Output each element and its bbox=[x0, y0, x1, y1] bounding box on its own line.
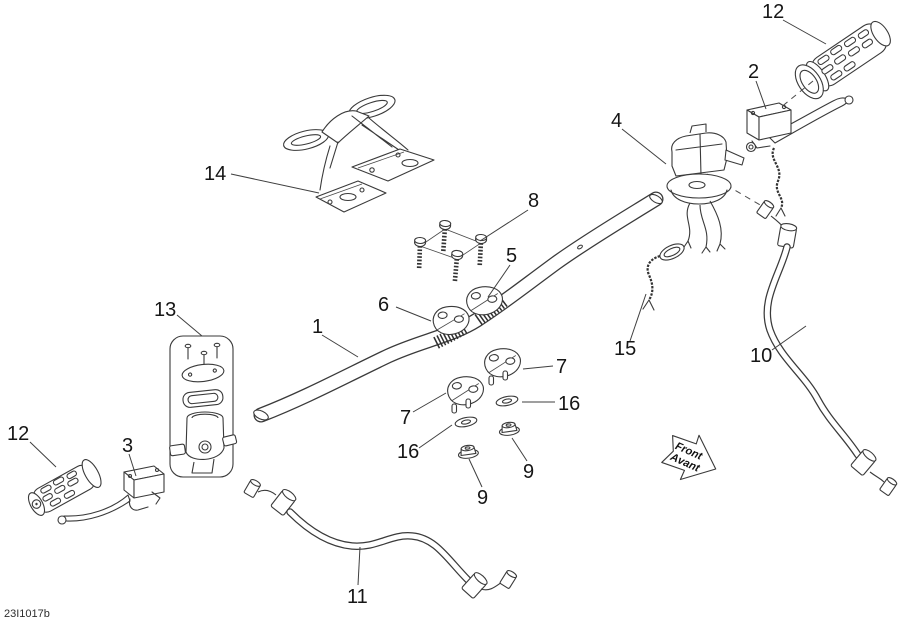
callout-12: 12 bbox=[762, 1, 784, 23]
callout-7: 7 bbox=[400, 407, 411, 429]
brake-hose-lower bbox=[243, 477, 519, 600]
callout-7: 7 bbox=[556, 356, 567, 378]
brake-lever-assembly-left bbox=[57, 465, 165, 525]
leader-line-9 bbox=[511, 437, 528, 462]
leader-line-13 bbox=[176, 314, 203, 337]
bolt bbox=[414, 237, 426, 269]
switch-housing bbox=[666, 123, 745, 254]
bolt bbox=[474, 234, 487, 266]
flange-nut-right bbox=[497, 420, 521, 438]
washer-left bbox=[453, 414, 479, 430]
callout-10: 10 bbox=[750, 345, 772, 367]
bolt bbox=[438, 220, 451, 252]
callout-9: 9 bbox=[477, 487, 488, 509]
brake-hose-right bbox=[755, 198, 899, 497]
callout-12: 12 bbox=[7, 423, 29, 445]
leader-line-15 bbox=[629, 293, 647, 342]
callout-1: 1 bbox=[312, 316, 323, 338]
leader-line-11 bbox=[357, 546, 361, 586]
leader-line-16 bbox=[418, 424, 453, 449]
alignment-dashed-line bbox=[773, 80, 814, 114]
callout-4: 4 bbox=[611, 110, 622, 132]
flange-nut-left bbox=[456, 443, 480, 461]
leader-line-10 bbox=[771, 325, 807, 351]
callout-11: 11 bbox=[347, 586, 368, 608]
leader-line-3 bbox=[128, 453, 137, 477]
kit-gasket bbox=[182, 389, 224, 408]
leader-line-2 bbox=[755, 80, 767, 110]
repair-kit-box bbox=[169, 335, 238, 478]
washer-right bbox=[494, 393, 520, 409]
callout-layer: 12 2 4 14 8 5 6 1 13 15 10 7 16 7 16 9 9 12 3 11 bbox=[7, 1, 827, 608]
right-grip bbox=[794, 20, 891, 100]
leader-line-12 bbox=[782, 19, 827, 45]
left-grip bbox=[27, 459, 102, 516]
leader-line-5 bbox=[487, 264, 511, 298]
callout-14: 14 bbox=[204, 163, 226, 185]
callout-13: 13 bbox=[154, 299, 176, 321]
leader-line-7 bbox=[522, 365, 554, 370]
leader-line-8 bbox=[479, 209, 529, 242]
tether-wire bbox=[642, 243, 685, 311]
callout-3: 3 bbox=[122, 435, 133, 457]
drawing-code: 23I1017b bbox=[4, 608, 50, 620]
leader-line-14 bbox=[230, 173, 320, 194]
bolt bbox=[449, 250, 463, 282]
callout-2: 2 bbox=[748, 61, 759, 83]
leader-line-12 bbox=[29, 441, 57, 468]
leader-line-1 bbox=[321, 334, 359, 358]
kit-cover-plate bbox=[181, 363, 225, 383]
clamp-bolts bbox=[414, 220, 487, 282]
callout-9: 9 bbox=[523, 461, 534, 483]
kit-screws bbox=[184, 342, 221, 366]
callout-5: 5 bbox=[506, 245, 517, 267]
callout-6: 6 bbox=[378, 294, 389, 316]
leader-line-7 bbox=[412, 392, 447, 413]
riser-clamp-right bbox=[482, 346, 523, 386]
front-direction-arrow: Front Avant bbox=[661, 434, 717, 481]
riser-clamp-left bbox=[445, 374, 486, 414]
brake-master-cylinder-right bbox=[745, 95, 854, 217]
steering-bracket bbox=[283, 94, 435, 213]
leader-line-4 bbox=[621, 128, 667, 165]
leader-line-6 bbox=[395, 306, 432, 322]
callout-16: 16 bbox=[558, 393, 580, 415]
leader-line-9 bbox=[468, 458, 483, 488]
callout-15: 15 bbox=[614, 338, 636, 360]
kit-cylinder-body bbox=[169, 411, 238, 474]
callout-16: 16 bbox=[397, 441, 419, 463]
callout-8: 8 bbox=[528, 190, 539, 212]
